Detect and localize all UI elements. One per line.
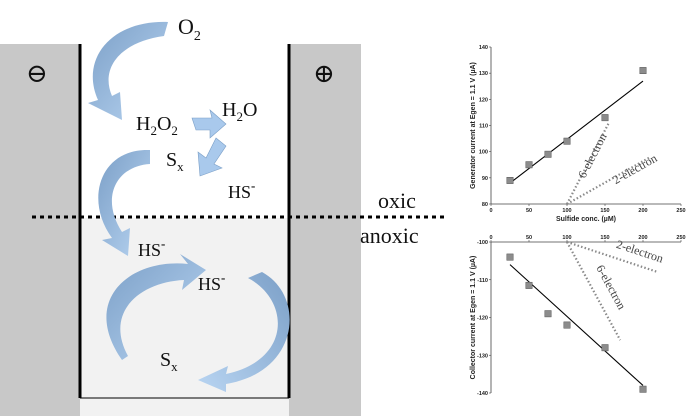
left-electrode bbox=[0, 44, 80, 416]
y-axis-label: Collector current at Egen = 1.1 V (µA) bbox=[470, 256, 477, 380]
sx-lower-label: Sx bbox=[160, 349, 178, 374]
data-point bbox=[639, 67, 647, 74]
y-tick-label: 120 bbox=[479, 97, 488, 103]
data-point bbox=[563, 137, 571, 145]
collector-current-chart: -100 -110 -120 -130 -140 0 50 100 150 200 250 2-ele… bbox=[470, 235, 686, 397]
y-tick-label: 130 bbox=[479, 71, 488, 77]
x-tick-label: 250 bbox=[676, 208, 685, 214]
cell-diagram: ⊖ ⊕ oxic anoxic O2 H2O2 H2O Sx HS- HS- bbox=[0, 14, 448, 416]
x-tick-label: 150 bbox=[600, 235, 609, 241]
x-tick-label: 0 bbox=[489, 235, 492, 241]
y-tick-label: -120 bbox=[477, 316, 488, 322]
x-tick-label: 0 bbox=[489, 208, 492, 214]
y-tick-label: -140 bbox=[477, 391, 488, 397]
y-tick-label: 140 bbox=[479, 45, 488, 51]
y-tick-label: -130 bbox=[477, 353, 488, 359]
x-tick-label: 100 bbox=[562, 235, 571, 241]
data-point bbox=[563, 321, 571, 329]
sx-to-hs-left-arrow bbox=[98, 149, 150, 256]
h2o2-to-h2o-arrow bbox=[191, 109, 227, 139]
hs-right-label: HS- bbox=[198, 270, 225, 294]
reference-line bbox=[566, 122, 610, 205]
reference-line-label: 2-electron bbox=[610, 151, 659, 187]
reference-line-label: 2-electron bbox=[615, 237, 666, 266]
y-tick-label: 80 bbox=[482, 202, 488, 208]
x-tick-label: 50 bbox=[526, 235, 532, 241]
hs-loop-left-arrow bbox=[106, 254, 206, 360]
x-tick-label: 250 bbox=[676, 235, 685, 241]
x-tick-label: 200 bbox=[638, 208, 647, 214]
data-point bbox=[525, 281, 533, 289]
reference-line bbox=[566, 240, 659, 274]
data-point bbox=[544, 150, 552, 158]
o2-label: O2 bbox=[178, 14, 201, 44]
data-point bbox=[601, 344, 609, 352]
anoxic-label: anoxic bbox=[360, 223, 419, 248]
y-tick-label: 100 bbox=[479, 150, 488, 156]
y-tick-label: -110 bbox=[477, 278, 488, 284]
x-tick-label: 100 bbox=[562, 208, 571, 214]
reference-line bbox=[566, 155, 652, 205]
hs-left-label: HS- bbox=[138, 236, 165, 260]
data-point bbox=[506, 253, 514, 261]
x-axis-label: Sulfide conc. (µM) bbox=[556, 216, 616, 223]
y-tick-label: 90 bbox=[482, 176, 488, 182]
data-point bbox=[506, 177, 514, 184]
y-tick-label: 110 bbox=[479, 124, 488, 130]
h2o-label: H2O bbox=[222, 99, 257, 124]
hs-upper-label: HS- bbox=[228, 178, 255, 202]
data-point bbox=[601, 114, 609, 122]
data-point bbox=[639, 385, 647, 393]
right-electrode bbox=[289, 44, 361, 416]
generator-current-chart: 80 90 100 110 120 130 140 0 50 100 150 200 250 6-elec… bbox=[470, 45, 686, 223]
sx-to-hs-arrow bbox=[197, 137, 227, 177]
x-tick-label: 150 bbox=[600, 208, 609, 214]
reference-line-label: 6-electron bbox=[575, 131, 610, 181]
x-tick-label: 200 bbox=[638, 235, 647, 241]
positive-electrode-symbol: ⊕ bbox=[313, 59, 335, 88]
hs-loop-right-arrow bbox=[198, 272, 290, 392]
oxic-label: oxic bbox=[378, 188, 416, 213]
y-axis-label: Generator current at Egen = 1.1 V (µA) bbox=[470, 62, 477, 189]
data-point bbox=[525, 161, 533, 169]
h2o2-label: H2O2 bbox=[136, 113, 178, 138]
y-tick-label: -100 bbox=[477, 240, 488, 246]
sx-upper-label: Sx bbox=[166, 149, 184, 174]
negative-electrode-symbol: ⊖ bbox=[26, 59, 48, 88]
reference-line-label: 6-electron bbox=[593, 262, 628, 311]
reference-line bbox=[566, 241, 622, 341]
o2-to-h2o2-arrow bbox=[88, 21, 168, 120]
data-point bbox=[544, 310, 552, 318]
x-tick-label: 50 bbox=[526, 208, 532, 214]
